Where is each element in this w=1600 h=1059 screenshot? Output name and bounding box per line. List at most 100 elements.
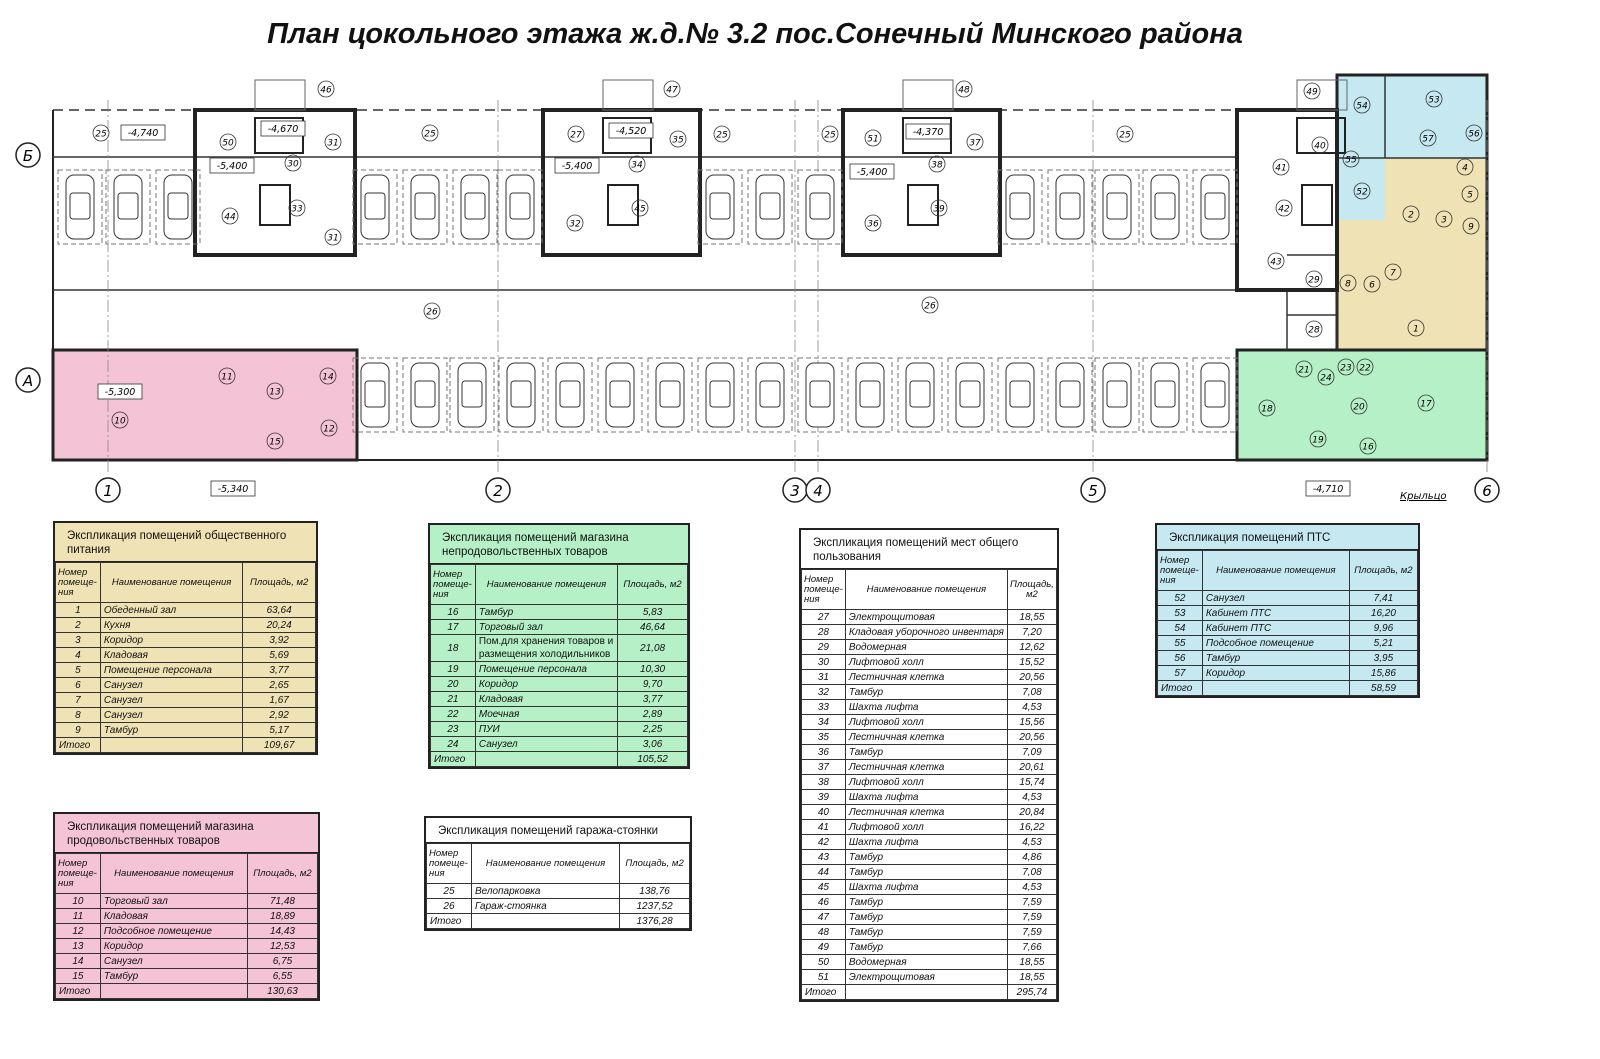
- cell-area: 5,69: [242, 647, 316, 663]
- column-header: Площадь, м2: [246, 853, 319, 894]
- room-number: 44: [224, 213, 236, 223]
- level-value: -5,300: [105, 387, 136, 398]
- cell-area: 7,66: [1006, 939, 1058, 955]
- cell-number: 6: [55, 677, 101, 693]
- cell-name: Тамбур: [844, 894, 1008, 910]
- room-number: 39: [933, 205, 945, 215]
- cell-area: 63,64: [242, 602, 316, 618]
- room-number: 34: [631, 161, 643, 171]
- cell-area: 1,67: [242, 692, 316, 708]
- cell-area: 2,25: [617, 721, 688, 737]
- cell-number: 57: [1157, 665, 1203, 681]
- parking-space: [1142, 169, 1188, 245]
- car-icon: [805, 174, 835, 240]
- room-number: 7: [1390, 269, 1396, 279]
- cell-name: Тамбур: [844, 849, 1008, 865]
- car-icon: [905, 362, 935, 428]
- cell-name: Санузел: [99, 707, 244, 723]
- room-number: 15: [269, 438, 281, 448]
- axis-marker: [15, 142, 41, 168]
- room-number: 51: [867, 135, 878, 145]
- room-number: 1: [1413, 325, 1419, 335]
- room-number-marker: [1435, 210, 1453, 228]
- cell-number: 40: [801, 804, 846, 820]
- cell-area: 10,30: [617, 661, 688, 677]
- cell-name: Коридор: [1201, 665, 1350, 681]
- cell-name: Кладовая: [99, 908, 248, 924]
- total-label: Итого: [55, 983, 101, 999]
- entrance-3: [902, 79, 954, 111]
- food-zone: [1337, 158, 1487, 350]
- room-number-marker: [663, 80, 681, 98]
- room-number-marker: [1425, 90, 1443, 108]
- table-title: Экспликация помещений общественного пита…: [55, 523, 316, 562]
- room-number-marker: [1116, 125, 1134, 143]
- parking-space: [597, 357, 643, 433]
- cell-name: Тамбур: [474, 604, 619, 620]
- cell-name: Кладовая: [99, 647, 244, 663]
- room-number-marker: [628, 155, 646, 173]
- cell-area: 14,43: [246, 923, 319, 939]
- room-number-marker: [1402, 205, 1420, 223]
- room-number-marker: [955, 80, 973, 98]
- car-icon: [360, 174, 390, 240]
- cell-number: 51: [801, 969, 846, 985]
- room-number-marker: [864, 214, 882, 232]
- table-title: Экспликация помещений магазина непродово…: [430, 525, 688, 564]
- room-number: 32: [569, 220, 581, 230]
- cell-area: 4,53: [1006, 834, 1058, 850]
- room-number-marker: [1272, 158, 1290, 176]
- room-number-marker: [324, 228, 342, 246]
- cell-number: 38: [801, 774, 846, 790]
- cell-number: 44: [801, 864, 846, 880]
- column-header: Площадь, м2: [617, 564, 688, 605]
- room-number: 25: [95, 130, 107, 140]
- cell-number: 24: [430, 736, 476, 752]
- cell-name: Электрощитовая: [844, 969, 1008, 985]
- room-number: 6: [1369, 281, 1375, 291]
- cell-area: 15,86: [1348, 665, 1419, 681]
- room-number: 28: [1308, 326, 1320, 336]
- entrance-4: [1296, 79, 1348, 111]
- cell-number: 9: [55, 722, 101, 738]
- level-value: -5,400: [562, 161, 593, 172]
- parking-space: [1192, 357, 1238, 433]
- axis-label: 3: [790, 482, 800, 500]
- cell-area: 20,24: [242, 617, 316, 633]
- cell-name: Санузел: [474, 736, 619, 752]
- cell-area: 4,53: [1006, 879, 1058, 895]
- room-number: 3: [1441, 216, 1447, 226]
- explication-table-food: Экспликация помещений общественного пита…: [53, 521, 318, 755]
- parking-space: [402, 169, 448, 245]
- cell-number: 55: [1157, 635, 1203, 651]
- table-title: Экспликация помещений ПТС: [1157, 525, 1418, 550]
- room-number-marker: [1407, 319, 1425, 337]
- nonfood-zone: [1237, 350, 1487, 460]
- axis-label: 4: [813, 482, 823, 500]
- porch-label: Крыльцо: [1400, 491, 1447, 502]
- cell-number: 22: [430, 706, 476, 722]
- cell-number: 28: [801, 624, 846, 640]
- cell-area: 3,77: [242, 662, 316, 678]
- cell-area: 138,76: [619, 883, 690, 899]
- cell-number: 19: [430, 661, 476, 677]
- cell-name: Пом.для хранения товаров и размещения хо…: [474, 634, 619, 662]
- room-number-marker: [317, 80, 335, 98]
- axis-marker: [1080, 477, 1106, 503]
- room-number-marker: [284, 154, 302, 172]
- room-number: 57: [1422, 135, 1434, 145]
